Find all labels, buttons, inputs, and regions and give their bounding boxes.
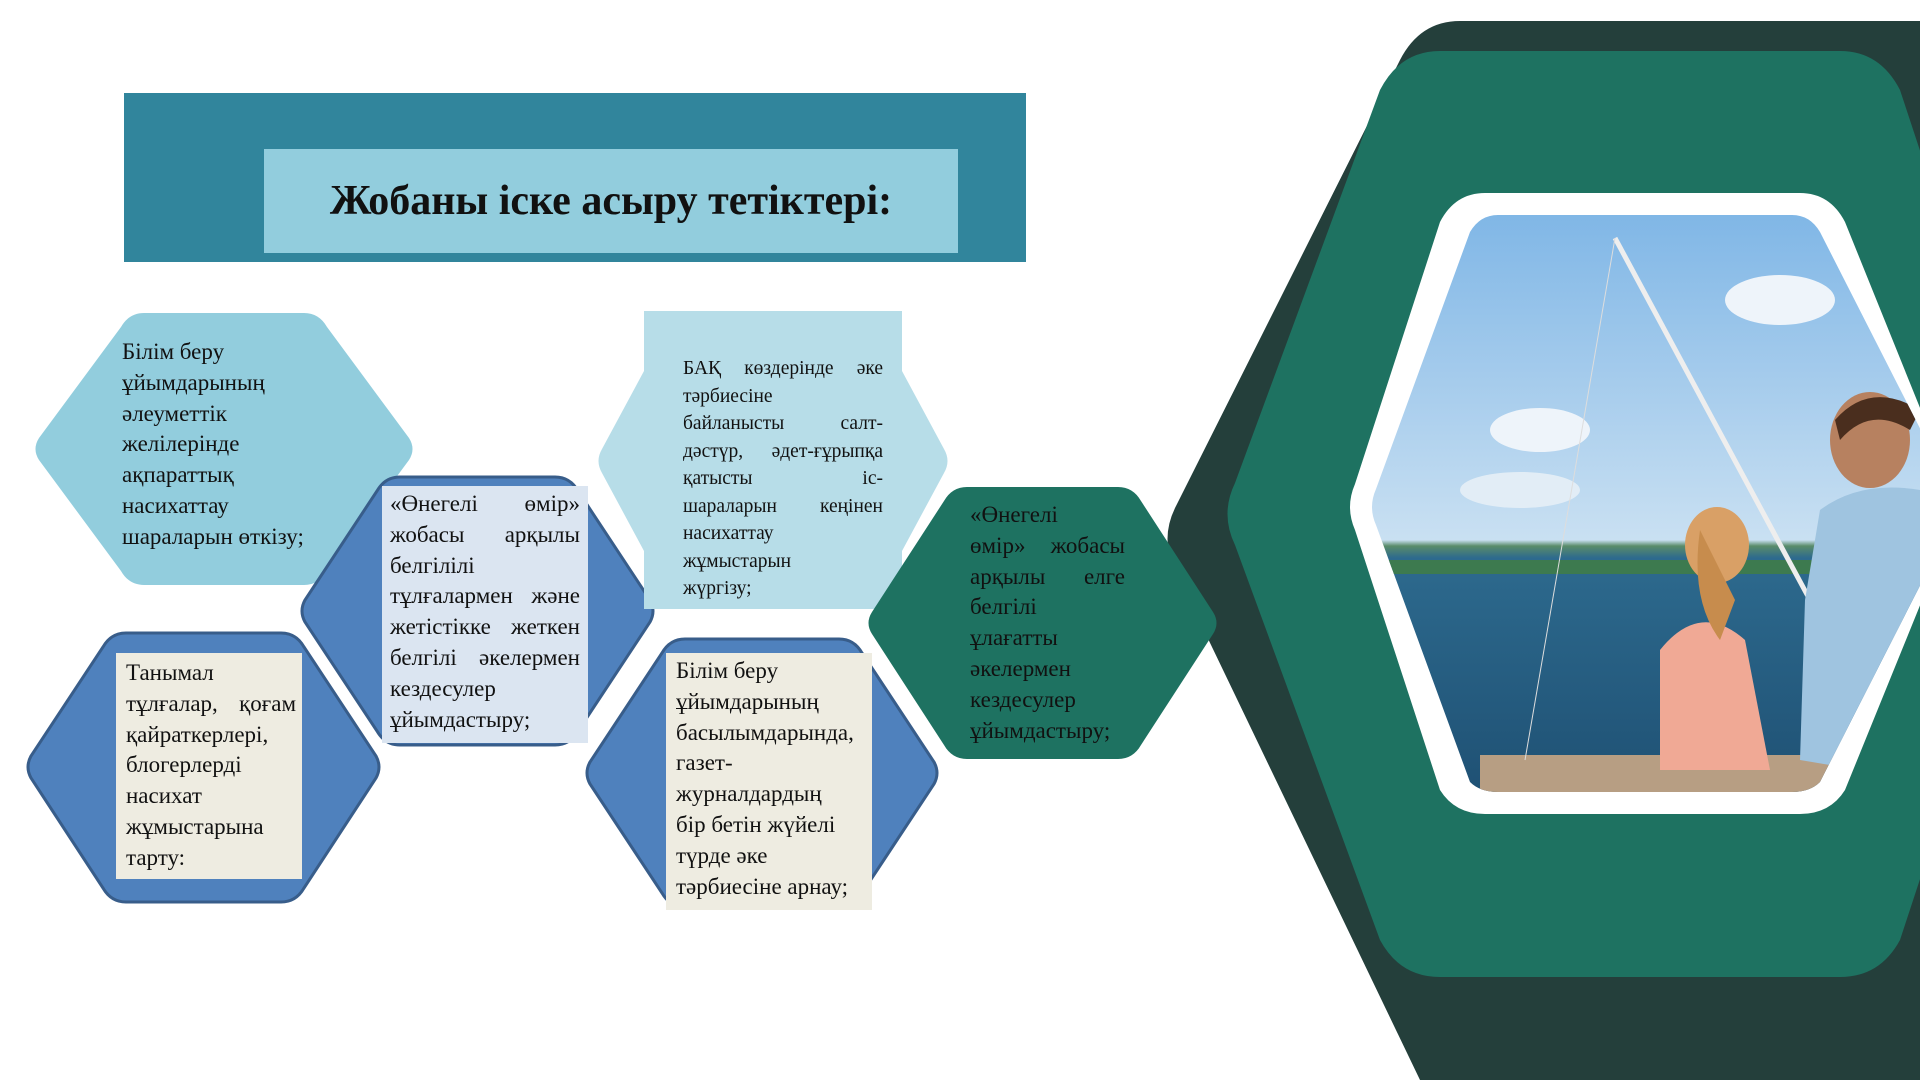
father-daughter-fishing-photo bbox=[1372, 215, 1920, 792]
page-title: Жобаны іске асыру тетіктері: bbox=[329, 178, 893, 224]
title-box: Жобаны іске асыру тетіктері: bbox=[264, 149, 958, 253]
item-3-textbox bbox=[116, 653, 302, 879]
item-2-textbox bbox=[382, 486, 588, 743]
item-5-textbox bbox=[666, 653, 872, 910]
